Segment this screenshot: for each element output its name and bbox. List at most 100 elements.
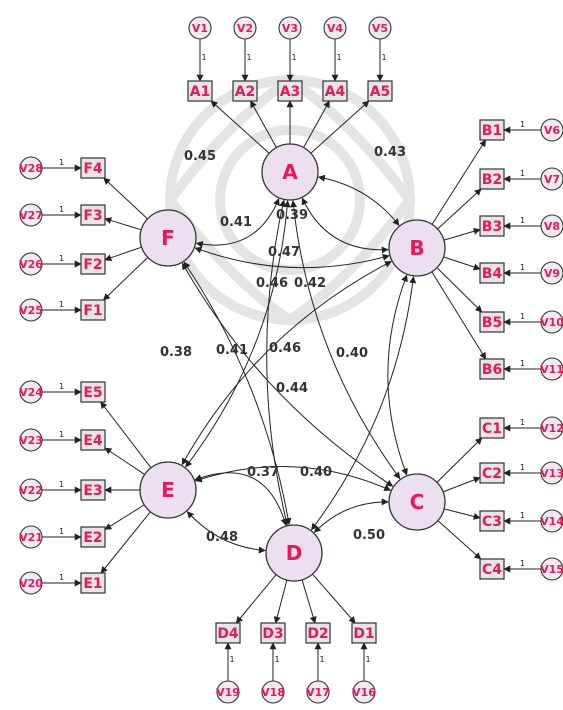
covariance-arrow-e-d (194, 472, 288, 526)
loading-arrow-b1 (431, 139, 487, 225)
loading-arrow-e4 (104, 447, 145, 475)
indicator-label-c2: C2 (482, 466, 502, 482)
error-term-v10 (540, 310, 563, 334)
latent-factor-a (261, 143, 319, 201)
indicator-box-e4 (80, 429, 106, 451)
correlation-label-f-b: 0.46 (256, 276, 288, 291)
error-weight-label-v25: 1 (59, 300, 64, 309)
error-term-v15 (540, 557, 563, 581)
indicator-box-b4 (479, 262, 505, 284)
indicator-box-d4 (215, 622, 241, 644)
indicator-label-c4: C4 (482, 562, 502, 578)
error-weight-label-v22: 1 (59, 480, 64, 489)
error-term-v24 (19, 380, 43, 404)
error-label-v5: V5 (372, 22, 388, 35)
loading-arrow-f1 (102, 257, 149, 301)
indicator-label-f4: F4 (83, 161, 103, 177)
error-term-v7 (540, 167, 563, 191)
latent-label-c: C (410, 490, 425, 514)
indicator-label-b3: B3 (482, 219, 502, 235)
error-label-v6: V6 (544, 124, 561, 137)
error-label-v22: V22 (19, 484, 43, 497)
error-label-v14: V14 (540, 515, 563, 528)
correlation-label-e-d: 0.48 (206, 530, 238, 545)
loading-arrow-f3 (104, 217, 142, 231)
loading-arrow-d3 (273, 579, 288, 624)
error-label-v19: V19 (216, 686, 240, 699)
indicator-label-a1: A1 (190, 84, 211, 100)
indicator-label-b1: B1 (482, 123, 502, 139)
correlation-label-a-b: 0.43 (374, 145, 406, 160)
loading-arrow-e5 (100, 401, 152, 469)
error-term-v5 (368, 16, 392, 40)
loading-arrow-c1 (436, 437, 483, 483)
error-weight-label-v28: 1 (59, 158, 64, 167)
error-weight-label-v21: 1 (59, 527, 64, 536)
error-term-v26 (19, 252, 43, 276)
loading-arrow-d1 (312, 573, 356, 624)
indicator-box-f2 (80, 253, 106, 275)
indicator-box-e1 (80, 572, 106, 594)
loading-arrow-a4 (303, 100, 330, 148)
indicator-label-c1: C1 (482, 421, 502, 437)
error-weight-label-v3: 1 (291, 53, 296, 62)
error-term-v6 (540, 118, 563, 142)
error-term-v18 (261, 680, 285, 704)
error-term-v8 (540, 214, 563, 238)
indicator-box-f3 (80, 204, 106, 226)
loading-arrow-d4 (235, 574, 277, 624)
error-term-v19 (216, 680, 240, 704)
error-label-v16: V16 (352, 686, 376, 699)
error-term-v12 (540, 416, 563, 440)
error-weight-label-v12: 1 (520, 418, 525, 427)
indicator-box-d3 (260, 622, 286, 644)
indicator-box-f1 (80, 299, 106, 321)
correlation-label-a-f: 0.45 (184, 149, 216, 164)
correlation-label-b-d: 0.46 (269, 341, 301, 356)
indicator-box-b6 (479, 358, 505, 380)
indicator-box-c2 (479, 462, 505, 484)
latent-label-e: E (161, 478, 175, 502)
indicator-box-e3 (80, 479, 106, 501)
error-weight-label-v16: 1 (365, 655, 370, 664)
error-label-v8: V8 (544, 220, 560, 233)
correlation-label-e-d: 0.38 (160, 345, 192, 360)
loading-arrow-b5 (436, 267, 483, 313)
error-weight-label-v8: 1 (520, 216, 525, 225)
error-term-v25 (19, 298, 43, 322)
correlation-label-f-c: 0.40 (336, 346, 368, 361)
error-term-v9 (540, 261, 563, 285)
indicator-box-d2 (305, 622, 331, 644)
loading-arrow-a5 (310, 100, 370, 154)
correlation-label-a-b: 0.40 (300, 465, 332, 480)
error-weight-label-v23: 1 (59, 430, 64, 439)
error-weight-label-v17: 1 (319, 655, 324, 664)
error-label-v21: V21 (19, 531, 43, 544)
indicator-box-c4 (479, 558, 505, 580)
correlation-label-f-d: 0.47 (268, 245, 300, 260)
error-label-v12: V12 (540, 422, 563, 435)
loading-arrow-b4 (443, 256, 481, 271)
error-label-v9: V9 (544, 267, 560, 280)
indicator-label-f3: F3 (83, 208, 102, 224)
error-weight-label-v15: 1 (520, 559, 525, 568)
latent-factor-c (388, 473, 446, 531)
error-label-v23: V23 (19, 434, 43, 447)
latent-label-a: A (282, 160, 298, 184)
error-weight-label-v24: 1 (59, 382, 64, 391)
loading-arrow-c3 (444, 508, 481, 520)
indicator-label-d2: D2 (307, 626, 328, 642)
correlation-label-b-e: 0.41 (216, 343, 248, 358)
indicator-label-e1: E1 (83, 576, 102, 592)
indicator-label-a3: A3 (280, 84, 301, 100)
error-weight-label-v11: 1 (520, 359, 525, 368)
indicator-box-c1 (479, 417, 505, 439)
indicator-label-a4: A4 (325, 84, 346, 100)
error-term-v4 (323, 16, 347, 40)
error-label-v11: V11 (540, 363, 563, 376)
error-weight-label-v6: 1 (520, 120, 525, 129)
indicator-label-d3: D3 (262, 626, 283, 642)
latent-factor-d (265, 524, 323, 582)
